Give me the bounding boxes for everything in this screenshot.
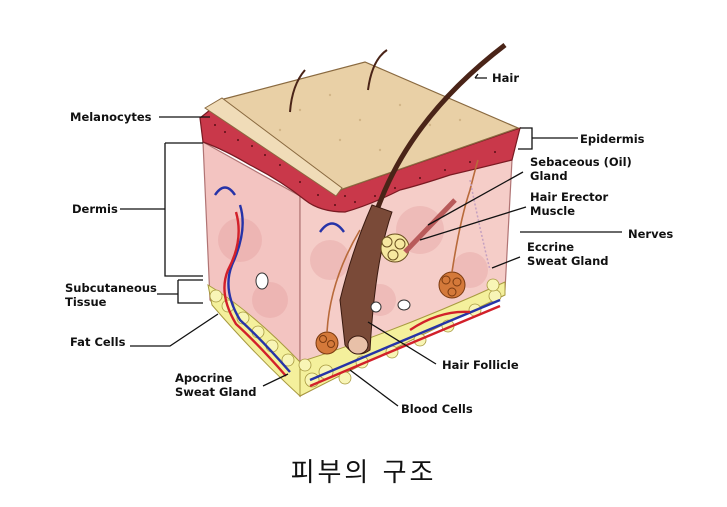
sebaceous-gland [380,233,410,263]
label-subcutaneous-2: Tissue [65,295,107,309]
label-hair-follicle: Hair Follicle [442,358,519,372]
label-hair-erector-1: Hair Erector [530,190,609,204]
label-subcutaneous-1: Subcutaneous [65,281,157,295]
label-fat-cells: Fat Cells [70,335,126,349]
label-hair: Hair [492,71,519,85]
epidermis-flap [204,97,343,197]
label-eccrine-1: Eccrine [527,240,575,254]
eccrine-gland [438,271,466,299]
label-dermis: Dermis [72,202,118,216]
label-apocrine-1: Apocrine [175,371,233,385]
hair-erector-muscle [403,198,457,254]
label-sebaceous-2: Gland [530,169,568,183]
apocrine-gland [315,331,339,355]
leader-lines [120,73,622,407]
label-epidermis: Epidermis [580,132,645,146]
caption: 피부의 구조 [290,458,437,488]
label-melanocytes: Melanocytes [70,110,152,124]
label-sebaceous-1: Sebaceous (Oil) [530,155,632,169]
skin-block [199,43,521,398]
blood-vessels [214,186,501,388]
label-apocrine-2: Sweat Gland [175,385,257,399]
label-hair-erector-2: Muscle [530,204,576,218]
label-nerves: Nerves [628,227,674,241]
label-eccrine-2: Sweat Gland [527,254,609,268]
label-blood-cells: Blood Cells [401,402,473,416]
